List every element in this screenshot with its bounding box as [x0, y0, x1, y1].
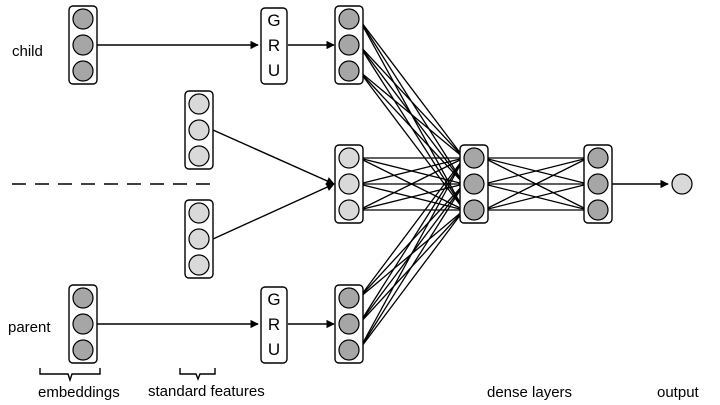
- node-columns: [68, 5, 693, 364]
- connection-line: [358, 183, 465, 351]
- label-embeddings: embeddings: [38, 384, 120, 401]
- arrow-feature-top-to-layer: [212, 129, 335, 185]
- node: [587, 147, 609, 169]
- connection-line: [358, 44, 465, 159]
- node: [72, 60, 94, 82]
- feature-column-bottom: [184, 199, 214, 279]
- arrow-feature-bottom-to-layer: [212, 183, 335, 240]
- connection-line: [358, 18, 465, 159]
- connection-line: [358, 157, 465, 325]
- node: [463, 147, 485, 169]
- connection-line: [358, 183, 465, 211]
- node: [338, 339, 360, 361]
- node: [72, 339, 94, 361]
- embedding-column-child: [68, 5, 98, 85]
- connection-line: [358, 70, 465, 185]
- connection-line: [358, 157, 465, 185]
- label-dense-layers: dense layers: [487, 384, 572, 401]
- node: [188, 145, 210, 167]
- node: [338, 287, 360, 309]
- connection-line: [358, 209, 465, 351]
- label-child: child: [12, 43, 43, 60]
- node: [463, 173, 485, 195]
- node: [338, 60, 360, 82]
- node: [188, 228, 210, 250]
- gru-letter-r: R: [268, 36, 280, 55]
- gru-letter-u: U: [268, 61, 280, 80]
- brace-standard-features: [179, 368, 216, 381]
- node: [338, 313, 360, 335]
- connection-line: [358, 70, 465, 159]
- node: [587, 199, 609, 221]
- gru-letter-r: R: [268, 315, 280, 334]
- output-node: [671, 173, 693, 195]
- node: [338, 173, 360, 195]
- node: [338, 34, 360, 56]
- label-parent: parent: [8, 319, 51, 336]
- node: [188, 119, 210, 141]
- gru-letter-g: G: [267, 290, 280, 309]
- node: [188, 254, 210, 276]
- dense-column-2: [583, 144, 613, 224]
- node: [72, 287, 94, 309]
- embedding-column-parent: [68, 284, 98, 364]
- label-output: output: [657, 384, 700, 401]
- node: [72, 8, 94, 30]
- label-standard-features: standard features: [148, 383, 265, 400]
- node: [587, 173, 609, 195]
- node: [338, 147, 360, 169]
- connection-line: [483, 157, 589, 211]
- gru-block-parent: G R U: [260, 286, 288, 364]
- gru-letter-u: U: [268, 340, 280, 359]
- layer-column-child: [334, 5, 364, 85]
- connection-line: [358, 157, 465, 351]
- connection-line: [358, 157, 465, 211]
- node: [463, 199, 485, 221]
- node: [72, 34, 94, 56]
- connection-line: [358, 157, 465, 299]
- dense-connections: [358, 18, 589, 351]
- feature-column-top: [184, 90, 214, 170]
- node: [338, 199, 360, 221]
- node: [188, 202, 210, 224]
- node: [72, 313, 94, 335]
- connection-line: [483, 183, 589, 211]
- brace-embeddings: [39, 368, 101, 383]
- dense-column-1: [459, 144, 489, 224]
- gru-letter-g: G: [267, 11, 280, 30]
- layer-column-features: [334, 144, 364, 224]
- connection-line: [483, 157, 589, 185]
- gru-block-child: G R U: [260, 7, 288, 85]
- node: [338, 8, 360, 30]
- node: [188, 93, 210, 115]
- layer-column-parent: [334, 284, 364, 364]
